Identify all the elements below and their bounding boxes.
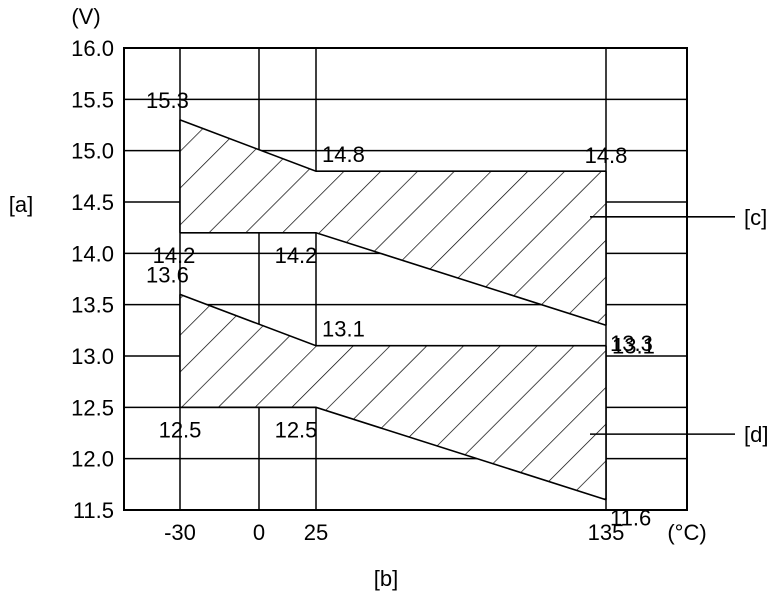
y-tick-label-2: 15.0 xyxy=(71,139,114,164)
y-axis-unit: (V) xyxy=(71,4,100,29)
x-axis-unit: (°C) xyxy=(667,520,706,545)
band-0-lower-label-1: 14.2 xyxy=(275,243,318,268)
band-lower-line-0 xyxy=(180,232,607,326)
y-tick-label-8: 12.0 xyxy=(71,447,114,472)
x-tick-label-3: 135 xyxy=(588,520,625,545)
data-labels: 15.3 14.8 14.8 14.2 14.2 13.3 13.6 13.1 13.1 12.5… xyxy=(146,88,655,531)
y-tick-label-4: 14.0 xyxy=(71,241,114,266)
y-tick-label-7: 12.5 xyxy=(71,395,114,420)
band-0-lower-label-2: 13.3 xyxy=(610,331,653,356)
y-tick-label-0: 16.0 xyxy=(71,36,114,61)
series-name-0: [c] xyxy=(744,205,767,230)
band-lower-line-1 xyxy=(180,406,607,501)
y-tick-labels: 16.0 15.5 15.0 14.5 14.0 13.5 13.0 12.5 12.0 11.5 xyxy=(71,36,114,523)
band-0-upper-label-0: 15.3 xyxy=(146,88,189,113)
band-upper-line-0 xyxy=(179,119,606,172)
y-tick-label-3: 14.5 xyxy=(71,190,114,215)
band-1-lower-label-1: 12.5 xyxy=(275,417,318,442)
band-0-lower-label-0: 14.2 xyxy=(153,243,196,268)
band-1-upper-label-0: 13.6 xyxy=(146,262,189,287)
band-1-lower-label-0: 12.5 xyxy=(159,417,202,442)
x-tick-label-1: 0 xyxy=(253,520,265,545)
series-callouts: [c] [d] xyxy=(590,205,768,447)
plot-frame xyxy=(123,47,688,511)
y-tick-label-5: 13.5 xyxy=(71,293,114,318)
y-tick-label-9: 11.5 xyxy=(73,498,114,523)
series-name-1: [d] xyxy=(744,422,768,447)
y-tick-label-1: 15.5 xyxy=(71,87,114,112)
bands xyxy=(179,119,607,501)
band-area-1 xyxy=(180,294,606,500)
band-0-upper-label-2: 14.8 xyxy=(585,143,628,168)
x-tick-label-2: 25 xyxy=(304,520,328,545)
band-1-upper-label-1: 13.1 xyxy=(322,317,365,342)
x-tick-label-0: -30 xyxy=(164,520,196,545)
y-axis-label: [a] xyxy=(9,192,33,217)
band-1-lower-label-2: 11.6 xyxy=(610,506,651,531)
band-upper-line-1 xyxy=(179,293,606,347)
band-0-upper-label-1: 14.8 xyxy=(322,142,365,167)
x-tick-labels: -30 0 25 135 xyxy=(164,520,624,545)
y-tick-label-6: 13.0 xyxy=(71,344,114,369)
band-1-upper-label-2: 13.1 xyxy=(612,334,655,359)
x-axis-label: [b] xyxy=(374,566,398,591)
